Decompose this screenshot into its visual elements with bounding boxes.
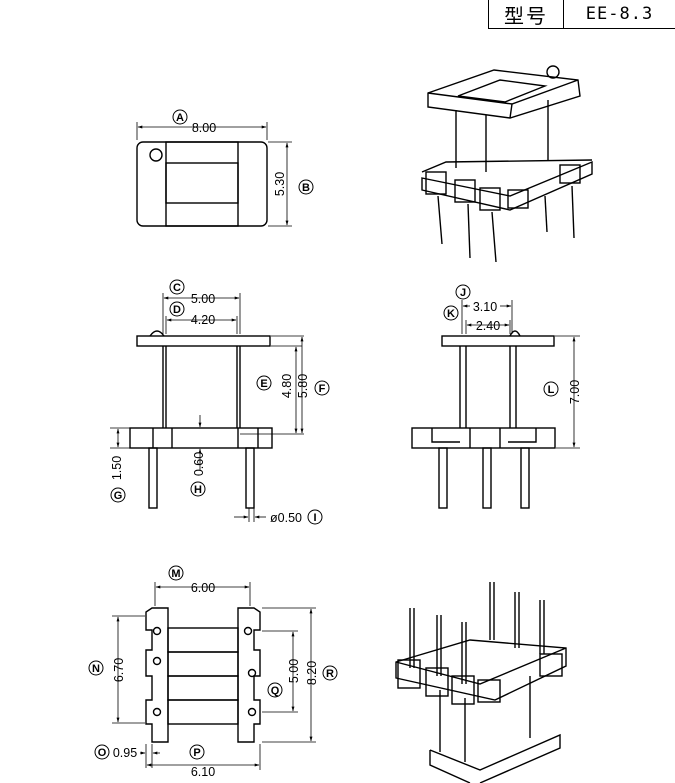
- dim-q-value: 5.00: [287, 659, 301, 683]
- dim-n-value: 6.70: [112, 658, 126, 682]
- dim-r-value: 8.20: [305, 661, 319, 685]
- bottom-view: [112, 582, 316, 770]
- label-bubble-o: [94, 744, 110, 760]
- side-view: [411, 300, 580, 509]
- label-letter-g: G: [114, 490, 123, 502]
- label-bubble-d: [169, 301, 185, 317]
- dim-o-value: 0.95: [113, 746, 137, 760]
- front-view: [110, 293, 304, 522]
- label-bubble-f: [314, 380, 330, 396]
- dim-e-value: 4.80: [280, 374, 294, 398]
- dim-l-value: 7.00: [568, 380, 582, 404]
- label-bubble-m: [168, 565, 184, 581]
- label-bubble-j: [455, 284, 471, 300]
- label-bubble-q: [267, 682, 283, 698]
- label-bubble-b: [298, 179, 314, 195]
- label-bubble-n: [88, 660, 104, 676]
- label-letter-h: H: [194, 484, 202, 496]
- label-letter-a: A: [176, 112, 184, 124]
- label-letter-n: N: [92, 663, 100, 675]
- iso-view-top: [421, 65, 593, 263]
- iso-view-bottom: [395, 582, 567, 783]
- label-letter-k: K: [447, 308, 455, 320]
- label-bubble-g: [110, 487, 126, 503]
- model-label: 型号: [489, 0, 564, 28]
- label-letter-l: L: [548, 384, 555, 396]
- dim-k-value: 2.40: [476, 319, 500, 333]
- label-letter-q: Q: [271, 685, 280, 697]
- dim-g-value: 1.50: [110, 456, 124, 480]
- dim-m-value: 6.00: [191, 581, 215, 595]
- label-bubble-h: [190, 481, 206, 497]
- label-bubble-a: [172, 109, 188, 125]
- dim-j-value: 3.10: [473, 300, 497, 314]
- label-letter-r: R: [326, 668, 334, 680]
- label-bubble-e: [256, 375, 272, 391]
- dim-a-value: 8.00: [192, 121, 216, 135]
- label-letter-i: I: [313, 512, 316, 524]
- label-bubble-k: [443, 305, 459, 321]
- dim-i-value: ø0.50: [270, 511, 302, 525]
- label-letter-c: C: [173, 282, 181, 294]
- label-letter-f: F: [319, 383, 326, 395]
- label-letter-b: B: [302, 182, 310, 194]
- label-letter-e: E: [260, 378, 267, 390]
- label-bubble-c: [169, 279, 185, 295]
- label-letter-m: M: [171, 568, 180, 580]
- label-bubble-r: [322, 665, 338, 681]
- label-letter-p: P: [193, 747, 200, 759]
- dim-p-value: 6.10: [191, 765, 215, 779]
- label-bubble-p: [189, 744, 205, 760]
- model-number: EE-8.3: [585, 4, 654, 24]
- label-bubble-i: [307, 509, 323, 525]
- label-letter-o: O: [98, 747, 107, 759]
- label-letter-j: J: [460, 287, 466, 299]
- label-letter-d: D: [173, 304, 181, 316]
- top-view: [136, 122, 292, 227]
- dim-d-value: 4.20: [191, 313, 215, 327]
- dim-c-value: 5.00: [191, 292, 215, 306]
- title-block: 型号 EE-8.3: [488, 0, 675, 29]
- dim-b-value: 5.30: [273, 172, 287, 196]
- label-bubble-l: [543, 381, 559, 397]
- dim-h-value: 0.60: [192, 452, 206, 476]
- dim-f-value: 5.80: [296, 374, 310, 398]
